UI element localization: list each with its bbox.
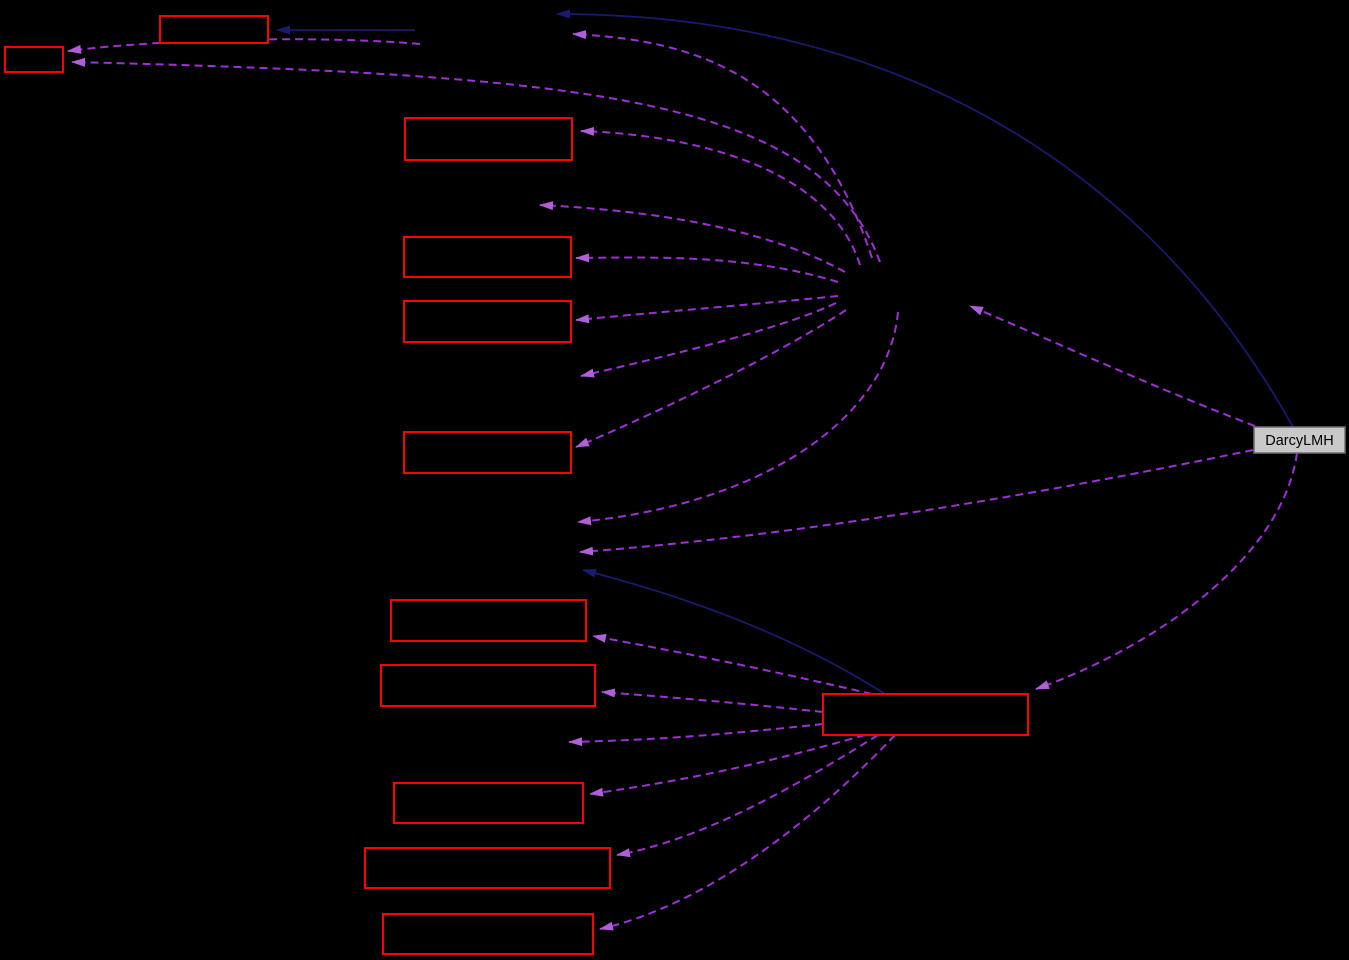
graph-node-box-5[interactable] bbox=[403, 300, 572, 343]
class-node-box[interactable] bbox=[380, 664, 596, 707]
class-node-box[interactable] bbox=[404, 117, 573, 161]
graph-node-box-2[interactable] bbox=[4, 46, 64, 73]
current-node-box bbox=[1253, 426, 1346, 454]
edge-darcylmh-to-big-box bbox=[1035, 452, 1298, 690]
edge-big-box-to-box-8 bbox=[601, 688, 824, 713]
edge-node-b-to-box-4 bbox=[575, 253, 839, 283]
class-node-box[interactable] bbox=[364, 847, 611, 889]
graph-node-big-box[interactable] bbox=[822, 693, 1029, 736]
edge-node-b-to-box-3 bbox=[580, 126, 861, 266]
class-node-box[interactable] bbox=[403, 431, 572, 474]
graph-node-box-11[interactable] bbox=[382, 913, 594, 955]
edge-big-box-to-node-h bbox=[568, 723, 824, 747]
edge-node-b-to-node-a bbox=[572, 30, 873, 259]
edge-big-box-to-box-11 bbox=[599, 734, 896, 931]
edge-node-b-to-node-g bbox=[577, 311, 899, 526]
class-node-box[interactable] bbox=[393, 782, 584, 824]
edge-big-box-to-box-9 bbox=[589, 734, 866, 797]
graph-node-box-4[interactable] bbox=[403, 236, 572, 278]
graph-node-darcylmh: DarcyLMH bbox=[1253, 426, 1346, 454]
graph-node-box-8[interactable] bbox=[380, 664, 596, 707]
class-node-box[interactable] bbox=[822, 693, 1029, 736]
current-node-label: DarcyLMH bbox=[1265, 433, 1333, 449]
graph-node-box-7[interactable] bbox=[390, 599, 587, 642]
graph-node-box-3[interactable] bbox=[404, 117, 573, 161]
graph-node-box-1[interactable] bbox=[159, 15, 269, 44]
edge-node-b-to-box-6 bbox=[575, 309, 847, 448]
graph-node-box-9[interactable] bbox=[393, 782, 584, 824]
class-node-box[interactable] bbox=[403, 236, 572, 278]
graph-node-box-6[interactable] bbox=[403, 431, 572, 474]
edge-big-box-to-box-7 bbox=[592, 633, 873, 695]
class-node-box[interactable] bbox=[4, 46, 64, 73]
edge-darcylmh-to-node-b bbox=[969, 305, 1256, 427]
graph-node-box-10[interactable] bbox=[364, 847, 611, 889]
edge-node-b-to-box-5 bbox=[575, 295, 839, 324]
class-node-box[interactable] bbox=[382, 913, 594, 955]
class-node-box[interactable] bbox=[159, 15, 269, 44]
class-node-box[interactable] bbox=[403, 300, 572, 343]
edge-darcylmh-to-node-c bbox=[579, 449, 1254, 556]
edge-big-box-to-node-f bbox=[582, 568, 886, 695]
edge-node-b-to-node-e bbox=[580, 302, 837, 378]
edge-node-b-to-node-d bbox=[539, 201, 846, 273]
class-node-box[interactable] bbox=[390, 599, 587, 642]
edge-node-b-to-box-2 bbox=[71, 57, 881, 263]
edge-darcylmh-to-node-a bbox=[556, 9, 1294, 428]
edge-big-box-to-box-10 bbox=[616, 734, 879, 858]
